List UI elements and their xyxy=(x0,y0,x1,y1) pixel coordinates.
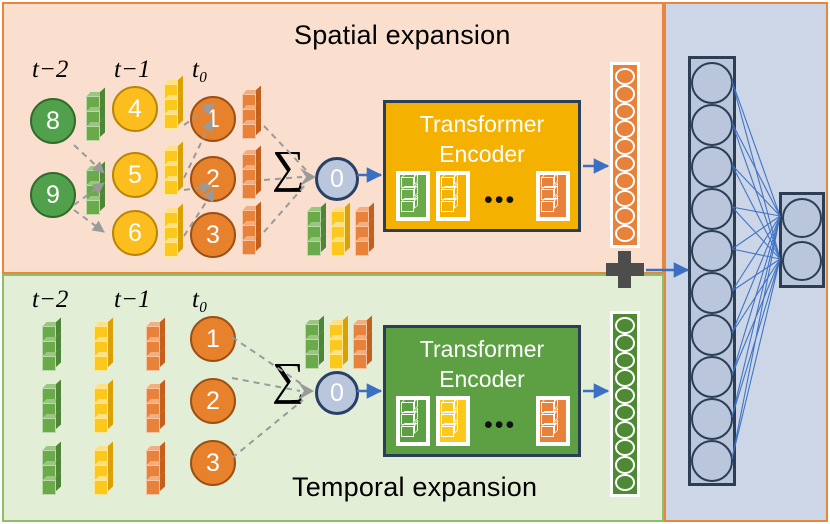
temporal-time-label-t-0-text: t₀ xyxy=(192,286,208,313)
temporal-embedding-column xyxy=(610,311,640,497)
temporal-time-label-t-2-text: t−2 xyxy=(32,286,69,313)
temporal-node-2[interactable]: 2 xyxy=(190,378,236,424)
hidden-node[interactable] xyxy=(691,230,733,272)
spatial-node-9[interactable]: 9 xyxy=(30,172,76,218)
spatial-time-label-t-2-text: t−2 xyxy=(32,56,69,83)
spatial-embedding-cell xyxy=(615,120,635,138)
spatial-time-label-t-0: t₀ xyxy=(192,56,208,84)
temporal-encoder-token-yellow xyxy=(436,395,470,446)
hidden-node[interactable] xyxy=(691,272,733,314)
spatial-node-3[interactable]: 3 xyxy=(190,212,236,258)
temporal-embedding-cell xyxy=(615,438,635,457)
spatial-transformer-encoder[interactable]: Transformer Encoder ••• xyxy=(383,100,581,232)
spatial-embedding-cell xyxy=(615,102,635,121)
temporal-encoder-token-orange xyxy=(536,395,570,446)
temporal-node-3-label: 3 xyxy=(206,448,220,477)
hidden-node[interactable] xyxy=(691,314,733,356)
spatial-embedding-cell xyxy=(615,85,635,103)
spatial-node-4[interactable]: 4 xyxy=(112,86,158,132)
spatial-embedding-cell xyxy=(615,68,635,86)
hidden-node[interactable] xyxy=(691,440,733,482)
spatial-node-4-label: 4 xyxy=(128,94,142,123)
temporal-panel-title: Temporal expansion xyxy=(292,472,538,502)
hidden-node[interactable] xyxy=(691,104,733,146)
spatial-embedding-column xyxy=(610,62,640,248)
spatial-encoder-token-orange xyxy=(536,170,570,221)
temporal-encoder-token-green xyxy=(396,395,430,446)
spatial-aggregate-node[interactable]: 0 xyxy=(315,157,359,201)
fusion-plus-icon-vertical xyxy=(618,251,631,288)
spatial-sum-symbol: ∑ xyxy=(272,141,305,192)
temporal-aggregate-node[interactable]: 0 xyxy=(315,371,359,415)
temporal-embedding-cell xyxy=(615,404,635,422)
temporal-embedding-cell xyxy=(615,421,635,439)
hidden-node[interactable] xyxy=(691,398,733,440)
temporal-time-label-t-1: t−1 xyxy=(114,286,150,314)
temporal-embedding-cell xyxy=(615,317,635,335)
temporal-embedding-cell xyxy=(615,473,635,492)
spatial-node-5[interactable]: 5 xyxy=(112,152,158,198)
spatial-time-label-t-0-text: t₀ xyxy=(192,56,208,83)
spatial-embedding-cell xyxy=(615,207,635,225)
spatial-node-3-label: 3 xyxy=(206,220,220,249)
temporal-encoder-title-line1: Transformer xyxy=(419,336,545,362)
temporal-time-label-t-2: t−2 xyxy=(32,286,68,314)
temporal-time-label-t-0: t₀ xyxy=(192,286,208,314)
temporal-embedding-cell xyxy=(615,351,635,370)
spatial-encoder-ellipsis: ••• xyxy=(484,186,517,214)
temporal-embedding-cell xyxy=(615,456,635,474)
temporal-sum-symbol: ∑ xyxy=(272,353,305,404)
spatial-node-9-label: 9 xyxy=(46,180,60,209)
spatial-embedding-cell xyxy=(615,172,635,190)
temporal-node-1[interactable]: 1 xyxy=(190,316,236,362)
spatial-time-label-t-1: t−1 xyxy=(114,56,150,84)
spatial-node-1[interactable]: 1 xyxy=(190,96,236,142)
spatial-encoder-title: Transformer Encoder xyxy=(386,109,578,169)
temporal-embedding-cell xyxy=(615,369,635,387)
spatial-node-1-label: 1 xyxy=(206,104,220,133)
temporal-node-1-label: 1 xyxy=(206,324,220,353)
temporal-aggregate-node-label: 0 xyxy=(330,378,344,407)
spatial-node-6[interactable]: 6 xyxy=(112,210,158,256)
spatial-embedding-cell xyxy=(615,189,635,208)
temporal-transformer-encoder[interactable]: Transformer Encoder ••• xyxy=(383,325,581,457)
spatial-node-2[interactable]: 2 xyxy=(190,156,236,202)
spatial-panel-title: Spatial expansion xyxy=(294,20,511,50)
hidden-node[interactable] xyxy=(691,356,733,398)
temporal-embedding-cell xyxy=(615,334,635,352)
spatial-node-8-label: 8 xyxy=(46,106,60,135)
temporal-node-2-label: 2 xyxy=(206,386,220,415)
spatial-encoder-title-line2: Encoder xyxy=(439,141,525,167)
temporal-time-label-t-1-text: t−1 xyxy=(114,286,151,313)
output-node[interactable] xyxy=(782,241,822,281)
spatial-embedding-cell xyxy=(615,155,635,173)
output-node[interactable] xyxy=(782,198,822,238)
spatial-time-label-t-2: t−2 xyxy=(32,56,68,84)
spatial-time-label-t-1-text: t−1 xyxy=(114,56,151,83)
spatial-encoder-token-green xyxy=(396,170,430,221)
temporal-embedding-cell xyxy=(615,386,635,405)
spatial-embedding-cell xyxy=(615,224,635,243)
temporal-expansion-panel: Temporal expansion t−2 t−1 t₀ 1 2 3 ∑ 0 xyxy=(2,274,664,522)
spatial-node-5-label: 5 xyxy=(128,160,142,189)
prediction-network-panel xyxy=(664,2,828,522)
spatial-node-2-label: 2 xyxy=(206,164,220,193)
spatial-encoder-token-yellow xyxy=(436,170,470,221)
spatial-embedding-cell xyxy=(615,137,635,156)
spatial-node-8[interactable]: 8 xyxy=(30,98,76,144)
spatial-encoder-title-line1: Transformer xyxy=(419,111,545,137)
temporal-node-3[interactable]: 3 xyxy=(190,440,236,486)
hidden-node[interactable] xyxy=(691,188,733,230)
temporal-encoder-title: Transformer Encoder xyxy=(386,334,578,394)
hidden-node[interactable] xyxy=(691,62,733,104)
temporal-encoder-ellipsis: ••• xyxy=(484,411,517,439)
hidden-node[interactable] xyxy=(691,146,733,188)
spatial-aggregate-node-label: 0 xyxy=(330,164,344,193)
temporal-encoder-title-line2: Encoder xyxy=(439,366,525,392)
spatial-node-6-label: 6 xyxy=(128,218,142,247)
